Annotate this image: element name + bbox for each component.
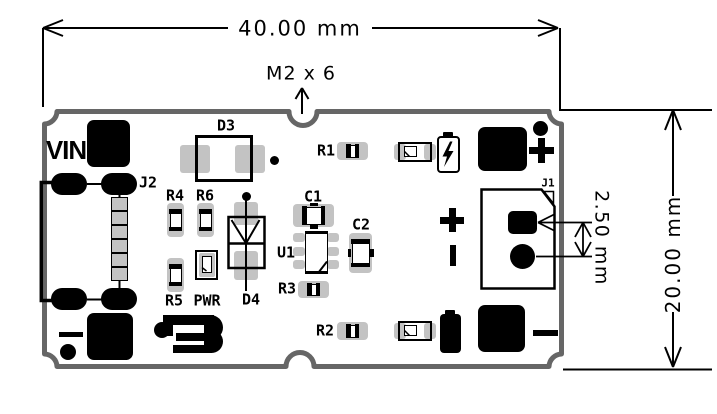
led-chip-diagonals [201, 150, 411, 337]
d3-outline [195, 135, 253, 182]
u1-chamfer-line [317, 260, 328, 274]
j2-connector-bracket [39, 180, 53, 303]
header-pad [110, 197, 128, 211]
pwr-led [195, 250, 218, 280]
d3-polarity-dot [269, 155, 279, 165]
led-top-pad-left [394, 144, 406, 160]
d3-label: D3 [216, 116, 236, 135]
j2-header-pads [110, 197, 128, 281]
led-bottom-outline [397, 320, 432, 341]
resistor-r6 [197, 203, 214, 237]
r5-label: R5 [164, 291, 184, 310]
pitch-dimension-label: 2.50 mm [590, 190, 613, 286]
pitch-dimension-lines [536, 213, 592, 258]
j1-pin1-square-pad [508, 211, 537, 234]
screw-callout-arrow [294, 87, 310, 114]
u1-body [304, 230, 328, 274]
j1-pin1-marker [542, 190, 555, 206]
r2-label: R2 [315, 321, 335, 340]
header-pad [110, 225, 128, 239]
vin-power-pad [87, 120, 130, 167]
r4-label: R4 [165, 186, 185, 205]
d4-label: D4 [241, 290, 261, 309]
header-pad [110, 253, 128, 267]
r1-label: R1 [316, 141, 336, 160]
j1-pin2-round-pad [509, 244, 535, 269]
j2-pad-4 [101, 288, 137, 310]
capacitor-c2 [347, 233, 374, 273]
pwr-label: PWR [193, 291, 221, 310]
u1-pad [292, 246, 305, 256]
height-dimension-lines [664, 109, 682, 368]
led-bottom-pad-left [394, 323, 406, 339]
r6-label: R6 [195, 186, 215, 205]
j2-label: J2 [138, 173, 158, 192]
j1-label: J1 [541, 176, 555, 190]
j2-pad-3 [51, 288, 87, 310]
battery-positive-pad [478, 127, 527, 171]
u1-pad [292, 232, 305, 242]
j2-pad-1 [51, 173, 87, 195]
j2-pad-2 [101, 173, 137, 195]
mounting-dot-top-right [532, 120, 548, 136]
battery-negative-bar-mark [449, 245, 456, 266]
header-pad [110, 239, 128, 253]
u1-pad [326, 259, 339, 269]
resistor-r1 [337, 142, 368, 160]
battery-icon-nub [444, 310, 455, 315]
u1-label: U1 [276, 243, 296, 262]
u1-pad [326, 246, 339, 256]
header-pad [110, 211, 128, 225]
width-dimension-lines [42, 19, 712, 371]
minus-mark-bottom-right [533, 330, 558, 336]
u1-pad [292, 259, 305, 269]
r3-label: R3 [277, 279, 297, 298]
led-top-outline [397, 141, 432, 162]
c2-label: C2 [351, 215, 371, 234]
header-pad [110, 267, 128, 281]
resistor-r4 [167, 203, 184, 237]
vin-label: VIN [45, 135, 87, 165]
gnd-pad-bottom-left [87, 313, 133, 360]
resistor-r2 [337, 322, 368, 340]
height-dimension-label: 20.00 mm [661, 194, 685, 314]
d4-diode-symbol [227, 196, 266, 291]
u1-pad [326, 232, 339, 242]
resistor-r5 [167, 258, 184, 292]
c1-label: C1 [303, 187, 323, 206]
j1-connector-outline [480, 188, 556, 290]
minus-mark-bottom-left [59, 331, 83, 337]
capacitor-c1 [293, 202, 334, 229]
battery-charging-icon-nub [442, 131, 453, 137]
screw-spec-label: M2 x 6 [266, 62, 336, 85]
battery-negative-pad [478, 305, 525, 352]
lightning-bolt-icon [442, 141, 454, 167]
battery-icon [440, 314, 461, 353]
resistor-r3 [298, 281, 329, 298]
mounting-dot-bottom-left [60, 344, 76, 360]
width-dimension-label: 40.00 mm [238, 16, 362, 41]
